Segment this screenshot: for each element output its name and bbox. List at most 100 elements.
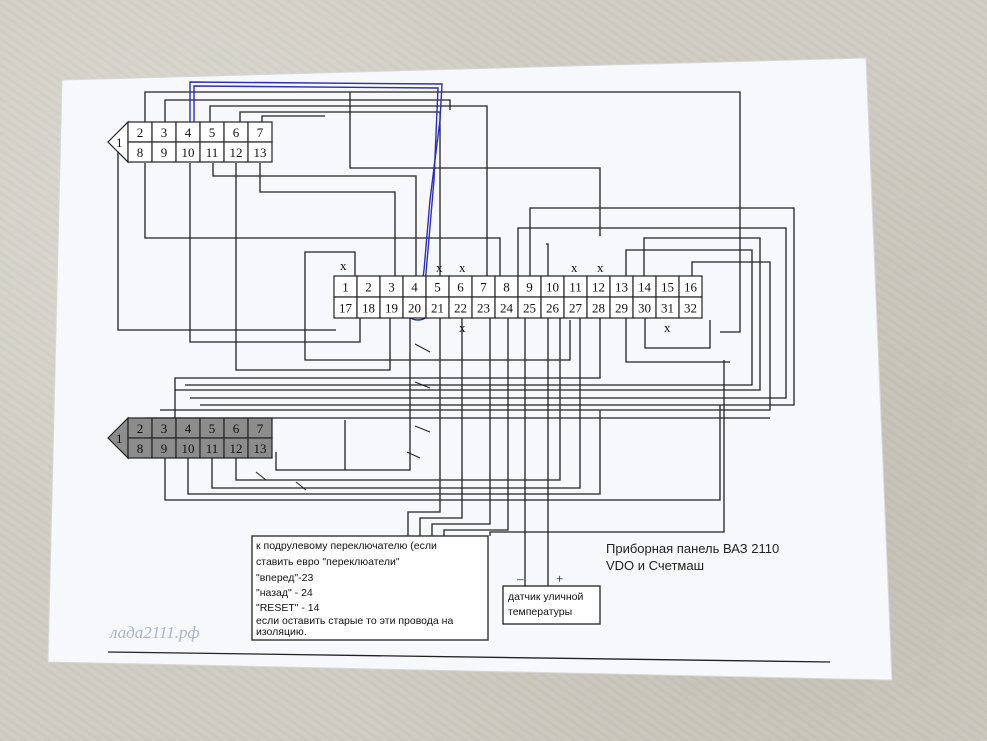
connector-pin-label: 21 (431, 301, 444, 316)
connector-pin-label: 19 (385, 301, 398, 316)
connector-pin-label: 9 (526, 280, 533, 295)
wire (239, 111, 441, 286)
connector-pin-label: 24 (500, 301, 514, 316)
connector-pin-label: 22 (454, 301, 467, 316)
connector-pin-label: 16 (684, 280, 698, 295)
unused-pin-marker: x (436, 260, 443, 275)
connector-pin-label: 4 (411, 280, 418, 295)
connector-pin-label: 10 (182, 145, 195, 160)
connector-pin-label: 9 (161, 145, 168, 160)
diagram-caption-line2: VDO и Счетмаш (606, 558, 704, 573)
wire (625, 318, 730, 363)
note-line: если оставить старые то эти провода на (256, 615, 453, 627)
connector-pin-label: 11 (206, 441, 219, 456)
wire (235, 318, 561, 481)
wire (185, 249, 753, 386)
connector-pin-label: 1 (116, 431, 123, 446)
connector-pin-label: 23 (477, 301, 490, 316)
diagram-caption-line1: Приборная панель ВАЗ 2110 (606, 541, 779, 556)
wire (304, 251, 356, 286)
note-box: к подрулевому переключателю (если ставит… (251, 535, 489, 641)
connector-pin-label: 2 (365, 280, 372, 295)
connector-pin-label: 20 (408, 301, 421, 316)
sensor-line: температуры (508, 606, 572, 618)
connector-pin-label: 6 (457, 280, 464, 295)
unused-pin-marker: x (597, 260, 604, 275)
connector-pin-label: 18 (362, 301, 375, 316)
wire (164, 405, 721, 501)
connector-pin-label: 8 (137, 441, 144, 456)
connector-pin-label: 3 (388, 280, 395, 295)
connector-pin-label: 25 (523, 301, 536, 316)
wire (546, 243, 549, 286)
pen-wire (189, 81, 443, 301)
connector-pin-label: 5 (434, 280, 441, 295)
note-line: ставить евро "переклюатели" (256, 556, 400, 568)
note-line: к подрулевому переключателю (если (256, 540, 437, 552)
wire (259, 163, 396, 286)
wire (431, 318, 491, 536)
wire (160, 261, 771, 411)
sensor-box: – + датчик уличной температуры (502, 571, 601, 625)
connector-pin-label: 4 (185, 125, 192, 140)
wire (212, 163, 417, 286)
sensor-plus-label: + (556, 571, 563, 586)
connector-pin-label: 11 (569, 280, 582, 295)
connector-pin-label: 26 (546, 301, 560, 316)
connector-pin-label: 3 (161, 421, 168, 436)
wire (209, 105, 488, 286)
connector-pin-label: 5 (209, 125, 216, 140)
wire (211, 318, 581, 489)
connector-pin-label: 13 (615, 280, 628, 295)
unused-pin-marker: x (571, 260, 578, 275)
wire (190, 227, 787, 399)
wire (144, 163, 501, 286)
connector-pin-label: 13 (254, 441, 267, 456)
note-line: изоляцию. (256, 626, 307, 638)
unused-pin-marker: x (459, 260, 466, 275)
connector-pin-label: 12 (230, 145, 243, 160)
wire (261, 115, 325, 122)
wire (200, 207, 795, 406)
note-line: "RESET" - 14 (256, 602, 320, 614)
connector-pin-label: 5 (209, 421, 216, 436)
connector-pin-label: 32 (684, 301, 697, 316)
wire (644, 318, 711, 349)
connector-pin-label: 4 (185, 421, 192, 436)
connector-pin-label: 6 (233, 125, 240, 140)
connector-pin-label: 7 (257, 125, 264, 140)
sensor-line: датчик уличной (508, 591, 584, 603)
connector-pin-label: 1 (342, 280, 349, 295)
wire (407, 318, 441, 536)
sensor-minus-label: – (516, 571, 524, 586)
connector-pin-label: 8 (503, 280, 510, 295)
wire-lines (107, 91, 831, 663)
connector-pin-cell (678, 296, 703, 319)
unused-pin-marker: x (459, 320, 466, 335)
connector-pin-label: 8 (137, 145, 144, 160)
wire (349, 92, 601, 236)
connector-pin-label: 31 (661, 301, 674, 316)
wire (489, 360, 725, 536)
wire (187, 410, 601, 495)
wire (117, 146, 336, 331)
connector-pin-label: 28 (592, 301, 605, 316)
wire (419, 318, 463, 536)
bottom-rule (107, 651, 831, 663)
connector-pin-label: 11 (206, 145, 219, 160)
connector-pin-label: 12 (230, 441, 243, 456)
watermark: лада2111.рф (109, 623, 200, 642)
wire (275, 318, 411, 471)
connector-pin-label: 17 (339, 301, 353, 316)
connector-pin-label: 7 (480, 280, 487, 295)
connector-pin-label: 12 (592, 280, 605, 295)
wire (174, 318, 601, 420)
connector-pin-label: 2 (137, 125, 144, 140)
connector-pin-label: 6 (233, 421, 240, 436)
wire (304, 286, 571, 361)
connector-pin-label: 2 (137, 421, 144, 436)
